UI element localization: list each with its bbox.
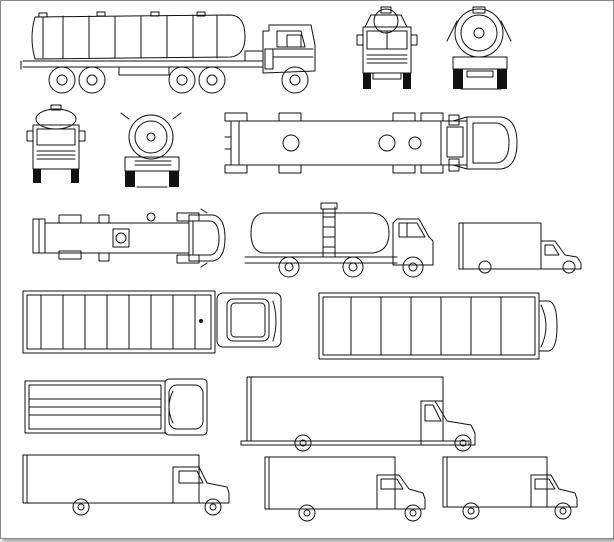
box-truck-small-side-view-a bbox=[264, 456, 426, 522]
tanker-rear-view bbox=[446, 6, 512, 90]
tanker-truck-rear-view bbox=[120, 112, 182, 188]
box-truck-large-side-view bbox=[240, 376, 476, 452]
box-truck-medium-side-view bbox=[22, 454, 230, 516]
tanker-semi-top-view bbox=[224, 112, 518, 174]
box-truck-small-side-view-b bbox=[442, 456, 578, 520]
tanker-front-view bbox=[356, 6, 418, 89]
bulk-tanker-semi-side-view bbox=[20, 11, 316, 94]
flatbed-truck-top-view bbox=[24, 378, 208, 436]
tanker-truck-top-view bbox=[32, 208, 226, 268]
tanker-truck-side-view bbox=[244, 202, 434, 278]
box-trailer-long-top-view bbox=[318, 292, 558, 360]
tanker-truck-front-view bbox=[26, 104, 86, 183]
box-van-small-side-view bbox=[458, 222, 582, 274]
box-trailer-cab-top-view bbox=[22, 290, 282, 354]
